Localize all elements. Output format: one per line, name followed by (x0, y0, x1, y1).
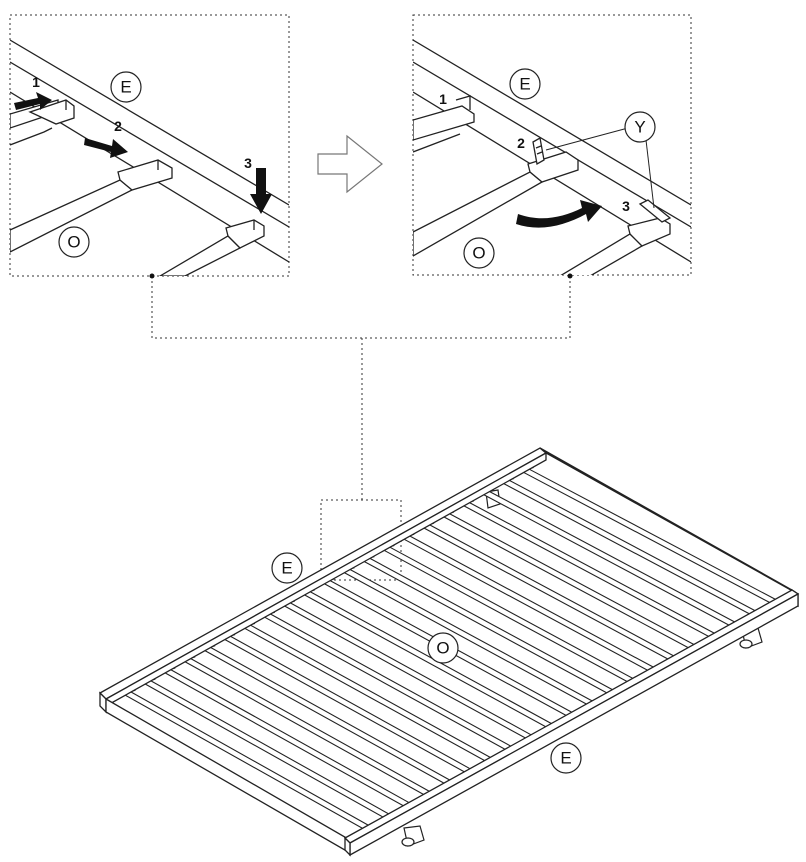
slat-3-left (158, 219, 265, 276)
svg-text:E: E (519, 75, 530, 94)
label-slat-left: O (58, 226, 90, 258)
callout-connector (151, 276, 571, 581)
slat-2-left (10, 159, 173, 253)
step-2-number: 2 (517, 135, 525, 151)
svg-text:O: O (67, 233, 80, 252)
leader-clip-3 (645, 139, 655, 209)
frame-corner-front (344, 836, 351, 857)
step-1-number: 1 (439, 91, 447, 107)
slat-group (121, 461, 780, 831)
slat-2-right (413, 136, 579, 257)
label-slat-right: O (463, 237, 495, 269)
slat-1-right (413, 95, 475, 153)
connector-dot-right (567, 273, 573, 279)
svg-text:O: O (472, 244, 485, 263)
arrow-step-2-icon (84, 138, 128, 158)
rail-edge-top (413, 39, 691, 206)
rail-edge-mid (413, 61, 691, 228)
step-2-number: 2 (114, 118, 122, 134)
connector-dot-left (149, 273, 155, 279)
svg-text:E: E (281, 559, 292, 578)
svg-text:E: E (560, 749, 571, 768)
label-frame-right: E (509, 68, 541, 100)
leader-clip-2 (545, 127, 629, 151)
step-3-number: 3 (622, 198, 630, 214)
step-3-number: 3 (244, 155, 252, 171)
step-1-number: 1 (32, 74, 40, 90)
detail-panel-after: 1 2 3 E Y O (412, 14, 692, 276)
svg-text:O: O (436, 639, 449, 658)
caster-front-left-icon (401, 825, 425, 847)
detail-frame-right (412, 14, 692, 276)
transition-arrow-icon (317, 134, 383, 194)
label-slat-bed: O (427, 632, 459, 664)
rail-edge-mid (10, 61, 289, 228)
rail-edge-top (10, 39, 289, 206)
label-frame-back: E (271, 552, 303, 584)
label-frame-left: E (110, 71, 142, 103)
bed-frame: E O E (98, 447, 800, 857)
svg-text:Y: Y (634, 118, 645, 137)
detail-panel-before: 1 2 3 E O (9, 14, 290, 277)
label-frame-front: E (550, 742, 582, 774)
arrow-step-1-icon (14, 92, 52, 110)
svg-text:E: E (120, 78, 131, 97)
slat-3-right (560, 199, 672, 275)
arrow-slide-icon (516, 200, 602, 228)
arrow-step-3-icon (250, 168, 272, 214)
label-clip: Y (624, 111, 656, 143)
